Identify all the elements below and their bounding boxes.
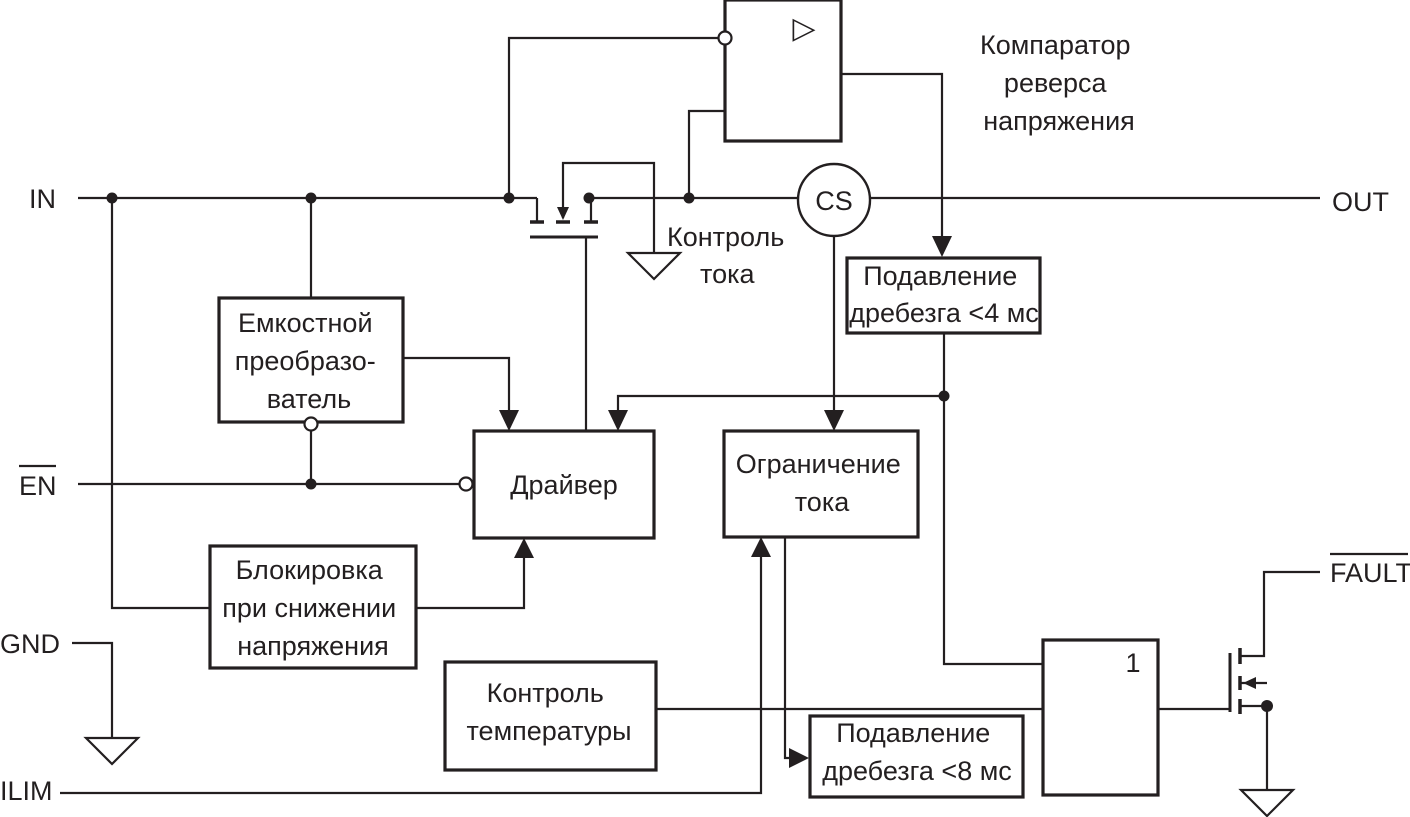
uvlo-to-driver-wire (416, 558, 526, 610)
junction-dot (106, 192, 118, 204)
fault-fet-arrow (1243, 677, 1256, 689)
driver-label: Драйвер (510, 470, 617, 500)
wires (60, 36, 1320, 795)
driver-box (472, 429, 656, 540)
pin-ilim-label: ILIM (0, 776, 53, 806)
debounce4-to-or-wire (942, 333, 1043, 666)
arrow-into-driver-top-right (608, 410, 628, 431)
comparator-to-debounce-wire (841, 72, 944, 238)
comparator-inverting-bubble (717, 30, 733, 46)
fault-fet-drain-wire (1240, 570, 1320, 658)
pin-en-label: EN (19, 471, 57, 501)
pin-in-label: IN (29, 184, 56, 214)
temp-control-box (443, 660, 658, 772)
current-limit-label: Ограничение тока (736, 449, 908, 517)
in-to-comparator-wire (507, 36, 718, 198)
uvlo-box (208, 544, 418, 670)
comparator-block: ▷ (717, 0, 843, 143)
arrow-into-current-limit (824, 410, 844, 431)
ilim-wire (60, 556, 763, 795)
debounce4-to-driver-wire (616, 394, 944, 412)
junction-dot (305, 192, 317, 204)
pin-labels: IN OUT EN GND ILIM FAULT (0, 184, 1410, 806)
junction-dot (1261, 700, 1273, 712)
arrow-into-debounce8 (789, 748, 809, 768)
or-gate-label: 1 (1125, 648, 1140, 678)
fault-fet-source-wire (1240, 704, 1269, 790)
current-limit-box (722, 429, 920, 539)
arrow-into-current-limit-bottom (751, 537, 771, 557)
comparator-box (723, 0, 843, 143)
driver-enable-bubble (458, 476, 474, 492)
charge-pump-output-bubble (303, 416, 319, 432)
current-control-ground-wire (561, 161, 656, 253)
block-labels: Компаратор реверса напряжения Контроль т… (222, 30, 1140, 786)
charge-pump-label: Емкостной преобразо- ватель (235, 308, 383, 414)
current-sense-label: CS (815, 186, 853, 216)
debounce-8ms-box (808, 714, 1025, 799)
ground-symbol-fault (1238, 788, 1296, 817)
in-to-uvlo-wire (110, 198, 210, 610)
debounce-4ms-box (845, 256, 1042, 335)
junction-dot (583, 192, 595, 204)
junction-dot (683, 192, 695, 204)
junction-dot (305, 478, 317, 490)
debounce-8ms-label: Подавление дребезга <8 мс (822, 718, 1012, 786)
comparator-label: Компаратор реверса напряжения (980, 30, 1138, 136)
arrowheads (499, 236, 952, 768)
pin-gnd-label: GND (0, 629, 60, 659)
fault-mosfet (1228, 648, 1256, 714)
charge-pump-box (217, 296, 405, 424)
or-gate-box (1041, 638, 1160, 797)
gnd-pin-wire (72, 641, 114, 738)
ground-symbol-gnd-pin (83, 736, 141, 766)
chargepump-to-driver-wire (403, 356, 511, 412)
drain-to-comparator-wire (687, 109, 725, 198)
limit-to-debounce8-wire (783, 537, 791, 760)
junction-dot (938, 390, 950, 402)
arrow-into-driver-top-left (499, 410, 519, 431)
arrow-into-debounce4 (932, 236, 952, 257)
debounce-4ms-label: Подавление дребезга <4 мс (849, 261, 1039, 328)
ground-symbol-current-control (625, 251, 683, 281)
comparator-symbol: ▷ (792, 12, 815, 45)
pin-fault-label: FAULT (1330, 558, 1410, 588)
arrow-into-driver-bottom (514, 538, 534, 558)
pin-out-label: OUT (1332, 187, 1389, 217)
temp-control-label: Контроль температуры (466, 678, 631, 746)
current-control-label: Контроль тока (667, 222, 792, 289)
driver-to-gate-wire (540, 235, 588, 431)
junctions (106, 192, 1273, 712)
junction-dot (503, 192, 515, 204)
mosfet-body-arrow (557, 207, 569, 220)
current-sense-circle (796, 162, 872, 238)
uvlo-label: Блокировка при снижении напряжения (222, 555, 403, 661)
